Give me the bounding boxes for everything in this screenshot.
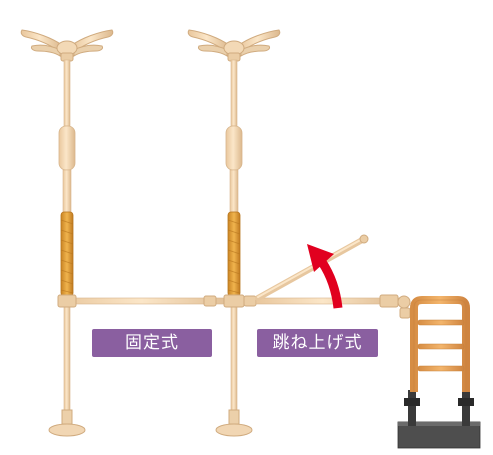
flip-up-rail-down <box>255 294 411 319</box>
fixed-horizontal-rail <box>57 294 257 308</box>
floor-base-icon <box>48 409 86 437</box>
flip-up-type-label: 跳ね上げ式 <box>257 329 378 357</box>
middle-pole <box>187 29 281 437</box>
floor-base-icon <box>215 409 253 437</box>
ceiling-brace-icon <box>20 29 114 62</box>
flip-up-rail-raised <box>255 234 369 301</box>
middle-grip <box>227 211 241 297</box>
left-pole <box>20 29 114 437</box>
standing-frame <box>397 296 481 449</box>
ceiling-brace-icon <box>187 29 281 62</box>
fixed-type-label: 固定式 <box>92 329 212 357</box>
left-grip <box>60 211 74 297</box>
rotate-up-arrow-icon <box>307 244 343 309</box>
